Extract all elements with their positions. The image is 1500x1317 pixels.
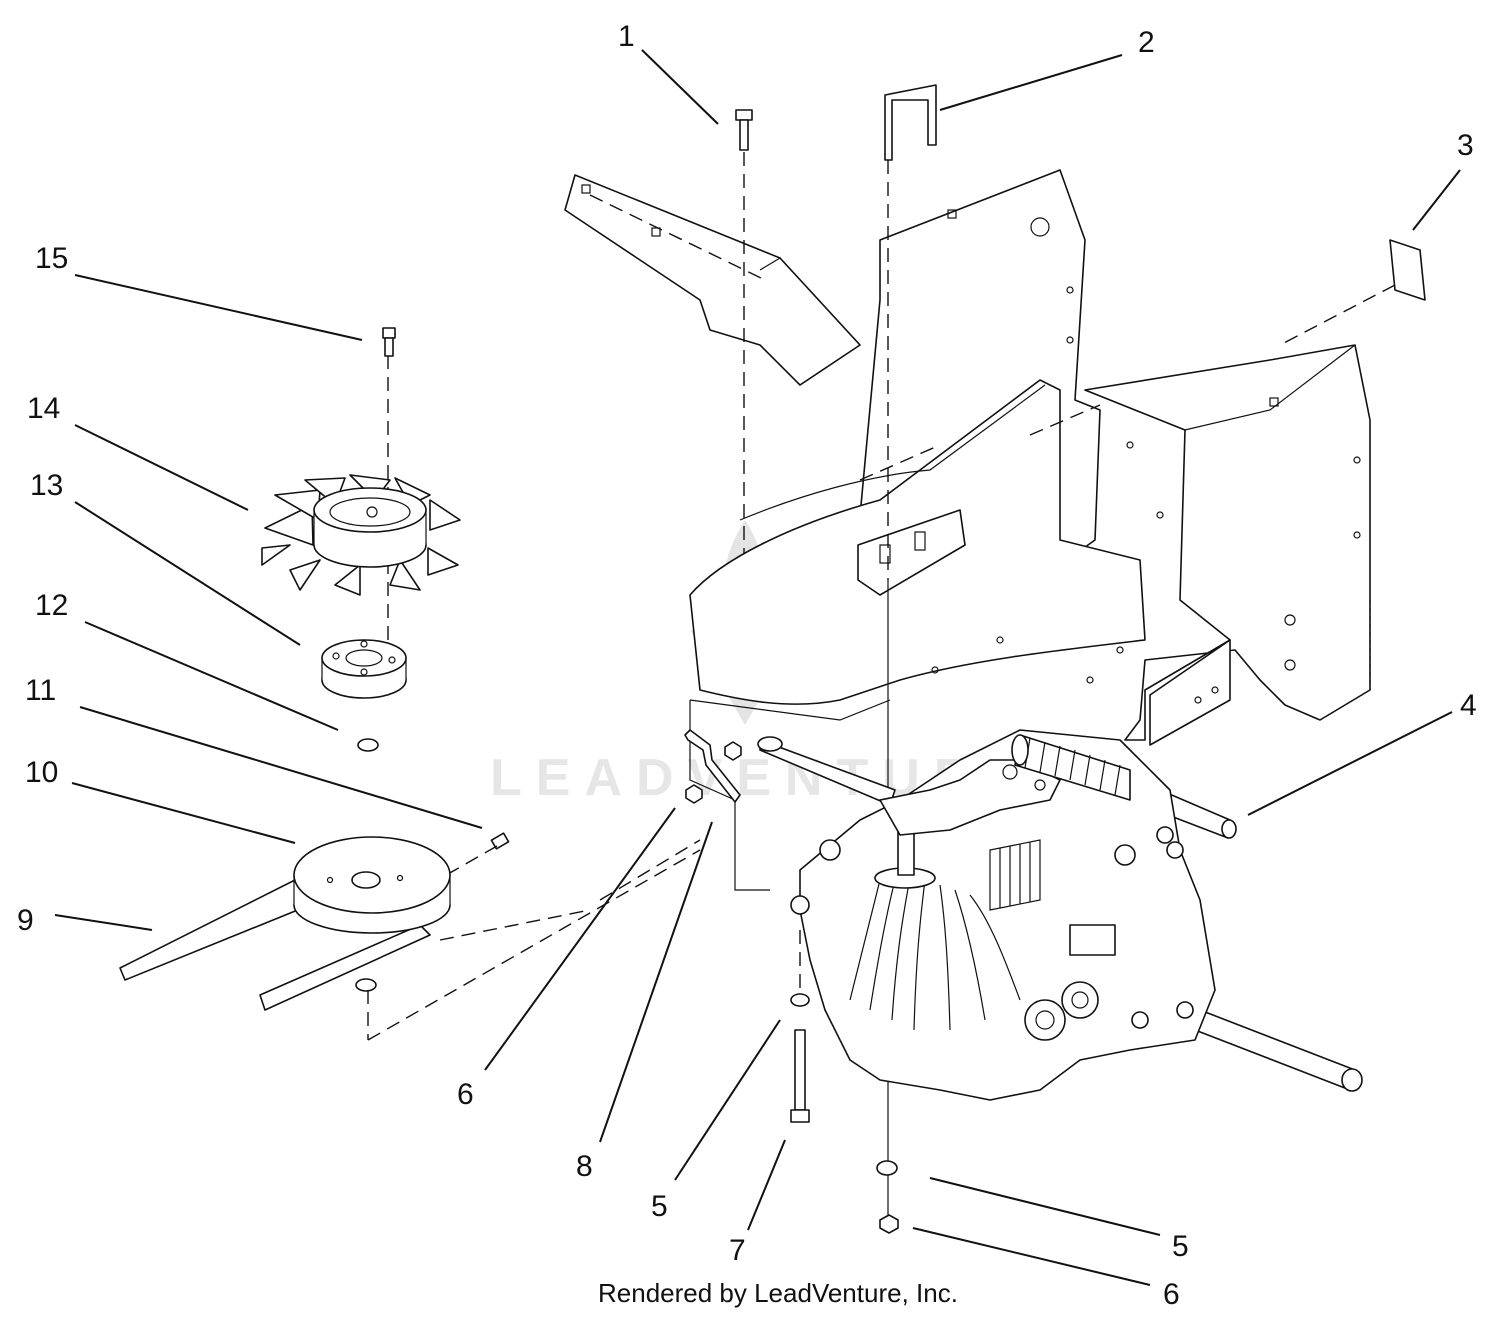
washer-5-lower-icon	[876, 1160, 898, 1176]
fan-14-icon	[261, 474, 461, 596]
callout-9: 9	[17, 904, 34, 937]
bolt-7-icon	[790, 1029, 810, 1123]
callout-6a: 6	[457, 1078, 474, 1111]
washer-5-upper-icon	[790, 993, 810, 1007]
washer-lower-icon	[355, 978, 377, 992]
callout-13: 13	[30, 469, 63, 502]
bolt-1-icon	[735, 109, 753, 151]
callout-4: 4	[1460, 689, 1477, 722]
link-rod-8-icon	[684, 729, 741, 803]
leader-2	[939, 54, 1123, 111]
callout-8: 8	[576, 1150, 593, 1183]
callout-15: 15	[35, 242, 68, 275]
callout-labels: 1 2 3 4 5 5 6 6 7 8 9 10 11 12 13 14 15	[17, 20, 1477, 1311]
nut-6-upper-icon	[685, 784, 703, 804]
frame-assembly	[439, 84, 1426, 1170]
leader-lines	[54, 49, 1461, 1286]
nut-6-lower-icon	[879, 1214, 899, 1234]
leader-5b	[929, 1177, 1161, 1236]
leader-15	[74, 274, 363, 341]
transaxle-assembly	[757, 729, 1363, 1101]
leader-8	[599, 821, 713, 1143]
callout-14: 14	[27, 392, 60, 425]
leader-11	[79, 706, 483, 829]
leader-12	[84, 621, 339, 731]
hardware	[684, 729, 899, 1234]
decal-3-icon	[1389, 239, 1426, 301]
callout-1: 1	[618, 20, 635, 53]
leader-5a	[674, 1019, 781, 1181]
shield-bracket	[564, 109, 861, 700]
pulley-assembly	[119, 327, 701, 1041]
callout-7: 7	[729, 1234, 746, 1267]
nut-near-8-icon	[724, 741, 742, 761]
leader-7	[747, 1139, 786, 1231]
pulley-10-icon	[293, 836, 451, 934]
callout-2: 2	[1138, 26, 1155, 59]
hub-13-icon	[321, 639, 407, 699]
callout-6b: 6	[1163, 1278, 1180, 1311]
footer-credit: Rendered by LeadVenture, Inc.	[598, 1278, 958, 1308]
callout-12: 12	[35, 589, 68, 622]
leader-1	[641, 49, 719, 125]
washer-12-icon	[357, 738, 379, 752]
callout-11: 11	[25, 674, 56, 707]
leader-6b	[912, 1227, 1151, 1286]
callout-5b: 5	[1172, 1230, 1189, 1263]
leader-14	[74, 424, 249, 511]
callout-10: 10	[25, 756, 58, 789]
leader-3	[1412, 169, 1461, 231]
callout-5a: 5	[651, 1190, 668, 1223]
leader-9	[54, 914, 153, 931]
leader-4	[1247, 711, 1453, 816]
leader-6a	[484, 807, 676, 1071]
leader-10	[71, 782, 296, 844]
callout-3: 3	[1457, 129, 1474, 162]
set-screw-11-icon	[490, 832, 510, 850]
leader-13	[74, 501, 301, 646]
bolt-15-icon	[382, 327, 396, 357]
